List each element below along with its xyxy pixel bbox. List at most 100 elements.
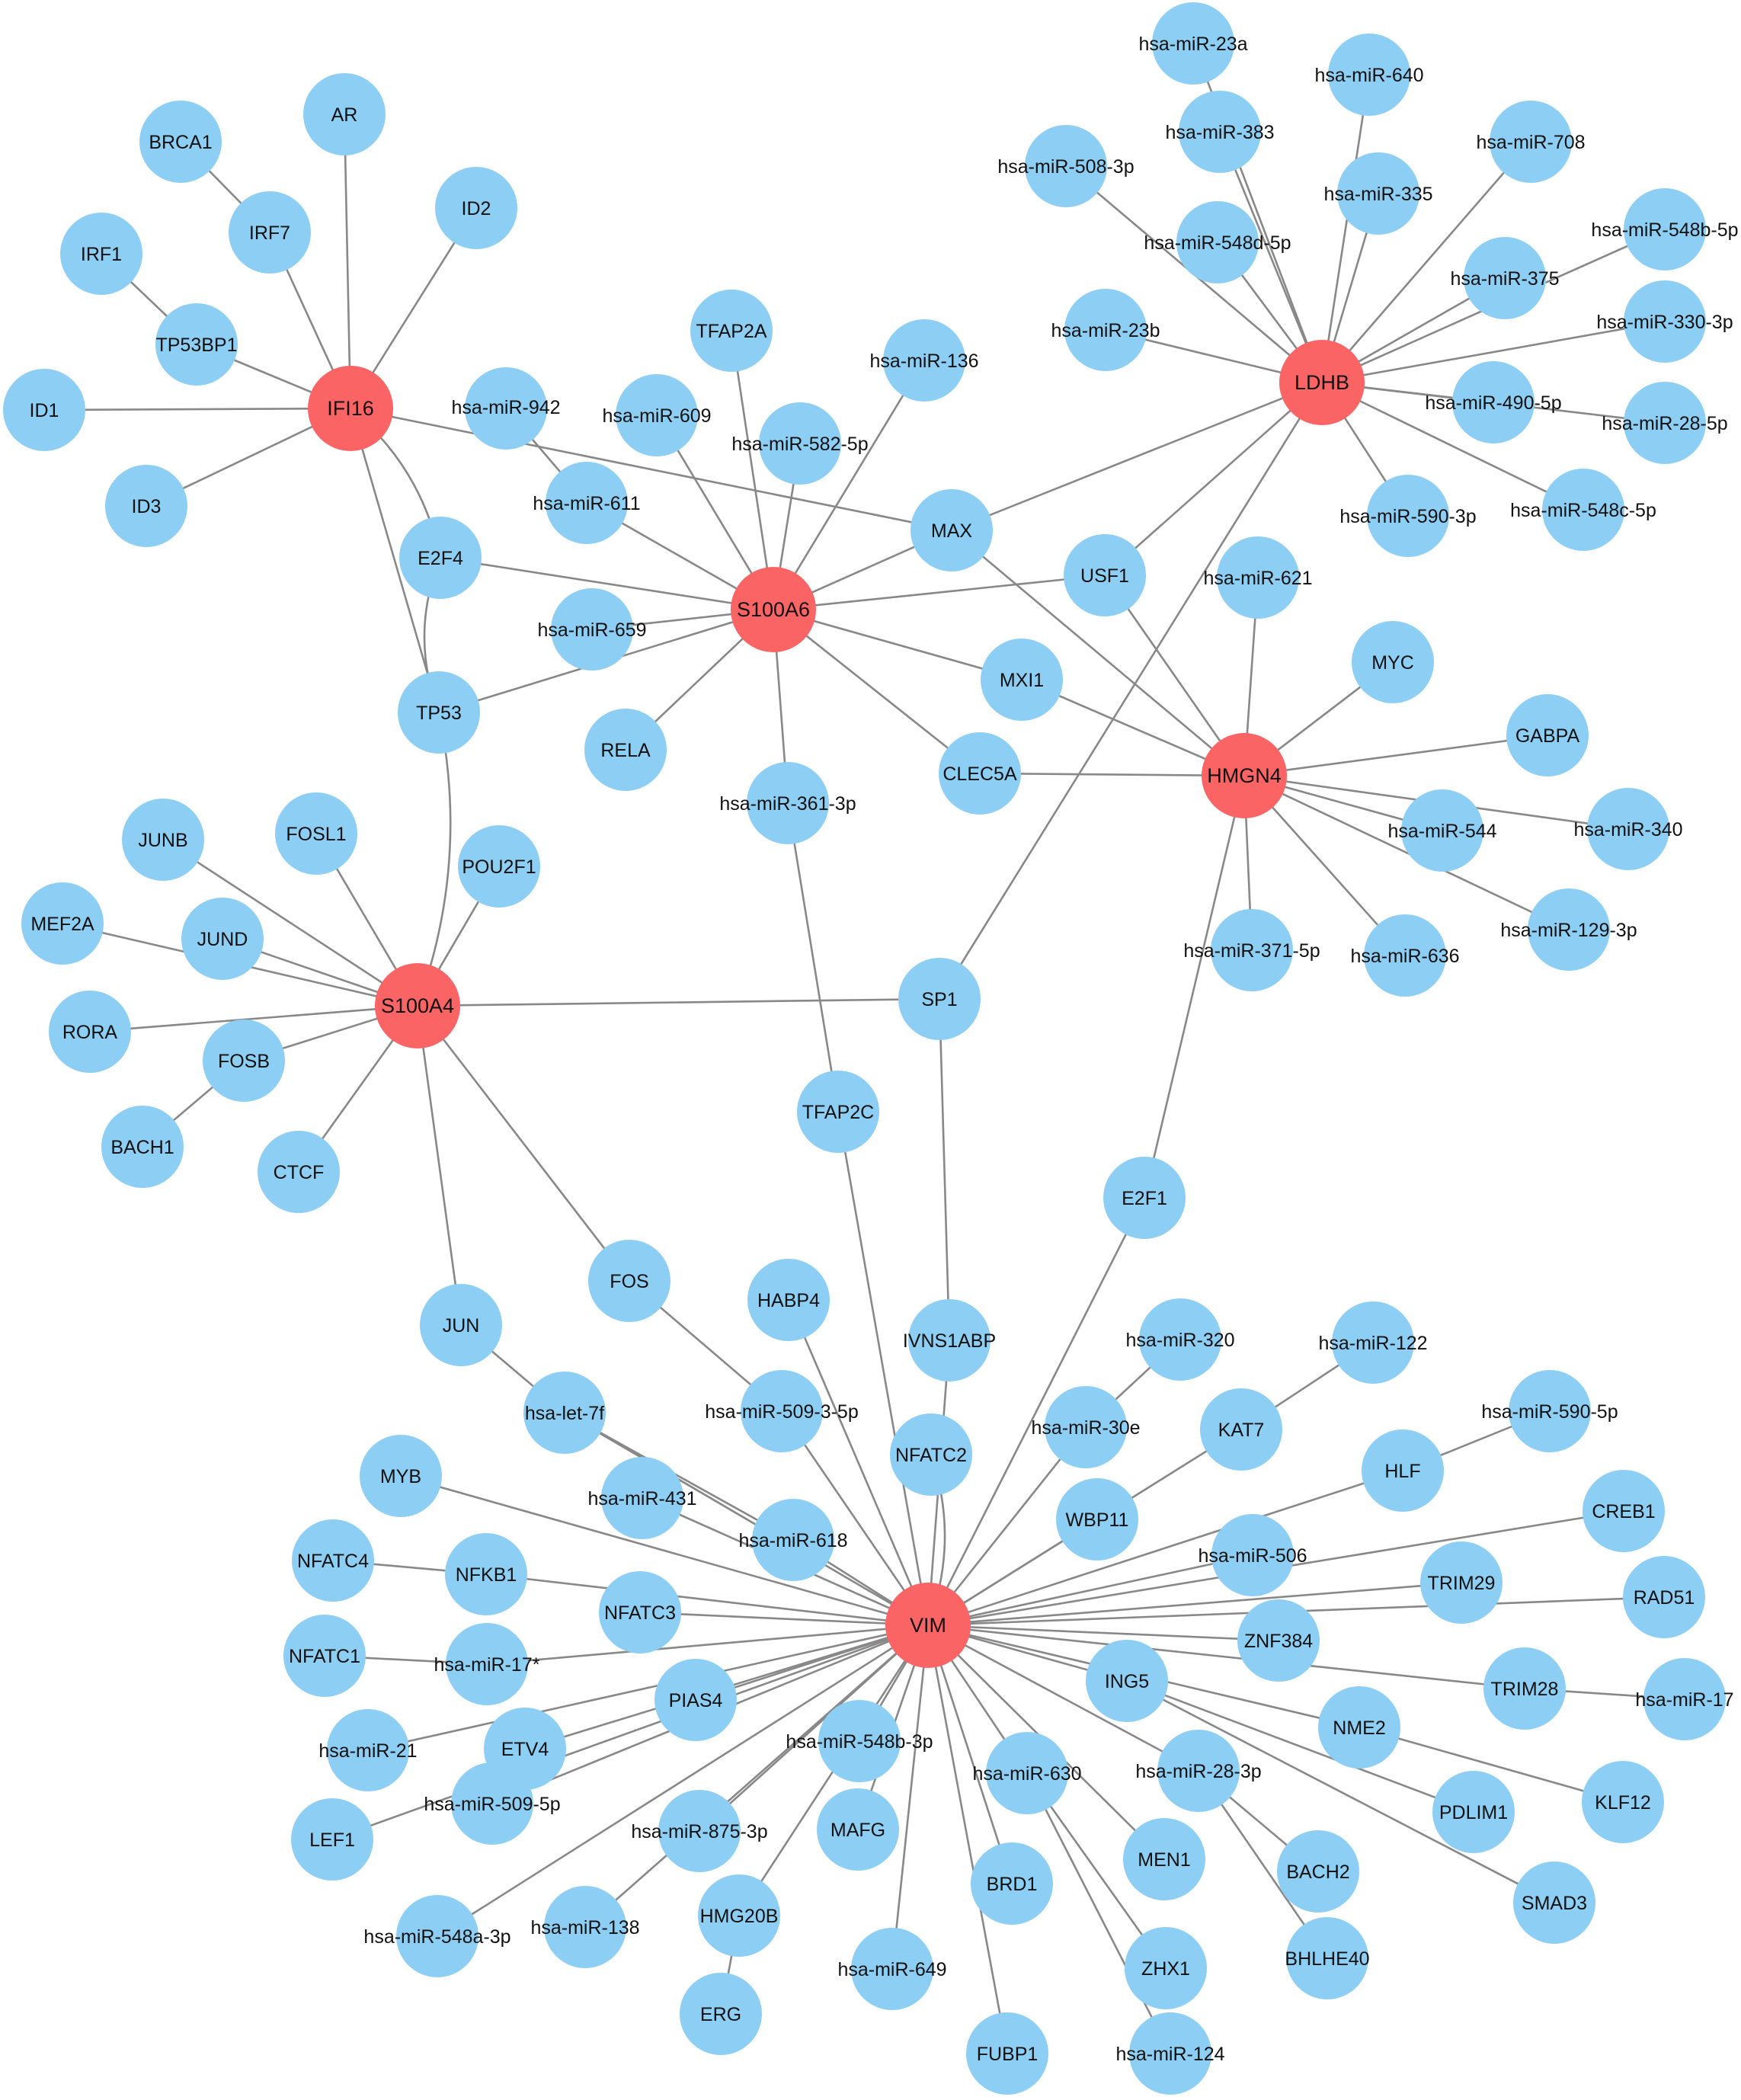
edge-ing5-to-smad3	[1126, 1679, 1555, 1904]
node-pias4: PIAS4	[654, 1659, 737, 1741]
node-circle	[1624, 280, 1706, 363]
edge-vim-to-myb	[400, 1474, 929, 1627]
edge-vim-to-hsa-mir-649	[891, 1625, 930, 1970]
node-circle	[1332, 1301, 1414, 1384]
node-circle	[1025, 125, 1107, 207]
edge-ldhb-to-hsa-mir-548c-5p	[1321, 381, 1584, 511]
node-mef2a: MEF2A	[21, 882, 104, 965]
node-hsa-mir-544: hsa-miR-544	[1387, 789, 1497, 872]
node-wbp11: WBP11	[1056, 1478, 1138, 1561]
node-hsa-mir-590-5p: hsa-miR-590-5p	[1481, 1370, 1618, 1452]
node-e2f4: E2F4	[399, 517, 482, 599]
node-jund: JUND	[181, 898, 264, 980]
node-hsa-mir-129-3p: hsa-miR-129-3p	[1500, 888, 1637, 971]
node-usf1: USF1	[1064, 534, 1146, 616]
edge-hsa-mir-630-to-hsa-mir-124	[1026, 1772, 1172, 2054]
node-circle	[690, 290, 773, 372]
edge-ifi16-to-ar	[343, 114, 352, 409]
node-circle	[885, 1583, 971, 1668]
node-hsa-mir-548a-3p: hsa-miR-548a-3p	[363, 1895, 511, 1977]
node-pou2f1: POU2F1	[458, 825, 540, 908]
edge-hmgn4-to-clec5a	[979, 772, 1245, 777]
node-hsa-let-7f: hsa-let-7f	[523, 1372, 606, 1454]
node-circle	[3, 369, 85, 451]
node-rad51: RAD51	[1623, 1556, 1705, 1638]
hub-node-hmgn4: HMGN4	[1202, 733, 1287, 818]
edge-s100a6-to-hsa-mir-136	[772, 360, 926, 610]
node-hsa-mir-136: hsa-miR-136	[869, 319, 979, 402]
node-myc: MYC	[1352, 621, 1434, 703]
node-circle	[1211, 1514, 1294, 1596]
node-circle	[181, 898, 264, 980]
node-rora: RORA	[49, 991, 131, 1073]
edge-ldhb-to-sp1	[938, 382, 1323, 1000]
edge-s100a4-to-sp1	[417, 997, 940, 1007]
node-hsa-mir-490-5p: hsa-miR-490-5p	[1425, 361, 1562, 443]
node-circle	[1624, 188, 1706, 271]
edge-ldhb-to-hsa-mir-330-3p	[1321, 320, 1666, 384]
edge-ldhb-to-hsa-mir-708	[1321, 141, 1531, 383]
node-ar: AR	[303, 73, 386, 155]
edge-vim-to-hsa-mir-509-3-5p	[780, 1410, 930, 1626]
node-circle	[818, 1700, 901, 1782]
node-circle	[1129, 2012, 1211, 2095]
node-circle	[680, 1973, 762, 2055]
node-pdlim1: PDLIM1	[1432, 1771, 1515, 1853]
node-circle	[229, 191, 311, 274]
edge-nme2-to-klf12	[1359, 1726, 1624, 1804]
node-hsa-mir-335: hsa-miR-335	[1323, 152, 1433, 235]
node-circle	[1152, 2, 1234, 85]
edge-hmgn4-to-e2f1	[1143, 775, 1246, 1199]
node-ing5: ING5	[1086, 1640, 1168, 1722]
node-circle	[327, 1709, 409, 1791]
node-circle	[292, 1519, 374, 1602]
node-circle	[698, 1874, 780, 1957]
edge-sp1-to-ivns1abp	[938, 998, 951, 1341]
node-fubp1: FUBP1	[966, 2012, 1048, 2095]
node-circle	[1528, 888, 1610, 971]
hub-node-s100a6: S100A6	[731, 567, 816, 652]
hub-node-vim: VIM	[885, 1583, 971, 1668]
edge-hmgn4-to-hsa-mir-129-3p	[1243, 774, 1570, 931]
edge-vim-to-hsa-let-7f	[564, 1411, 929, 1627]
node-trim28: TRIM28	[1483, 1647, 1566, 1730]
node-circle	[1582, 1761, 1664, 1843]
edge-vim-to-lef1	[331, 1624, 929, 1841]
node-layer: IFI16LDHBS100A6HMGN4S100A4VIMARBRCA1ID2I…	[3, 2, 1739, 2095]
node-circle	[986, 1732, 1068, 1814]
edge-ifi16-to-tp53	[349, 408, 440, 713]
node-circle	[283, 1615, 366, 1697]
edge-s100a4-to-junb	[162, 838, 418, 1007]
node-circle	[797, 1071, 879, 1153]
node-hsa-mir-636: hsa-miR-636	[1350, 914, 1460, 997]
node-hsa-mir-17-star: hsa-miR-17*	[434, 1623, 540, 1705]
edge-s100a4-to-fos	[416, 1005, 631, 1282]
node-lef1: LEF1	[291, 1798, 373, 1881]
node-circle	[1542, 469, 1624, 551]
edge-s100a6-to-e2f4	[440, 556, 774, 611]
node-circle	[375, 963, 460, 1048]
node-kat7: KAT7	[1200, 1388, 1282, 1471]
node-hsa-mir-23a: hsa-miR-23a	[1138, 2, 1248, 85]
node-junb: JUNB	[122, 799, 204, 881]
edge-s100a6-to-tfap2a	[730, 330, 775, 610]
node-circle	[291, 1798, 373, 1881]
edge-hsa-mir-361-3p-to-tfap2c	[786, 802, 840, 1112]
edge-vim-to-hsa-mir-506	[927, 1554, 1253, 1627]
node-circle	[105, 465, 187, 547]
edge-vim-to-nfkb1	[485, 1573, 929, 1627]
node-circle	[1064, 534, 1146, 616]
node-circle	[966, 2012, 1048, 2095]
node-circle	[971, 1842, 1053, 1925]
node-circle	[544, 1886, 626, 1968]
node-hsa-mir-548b-5p: hsa-miR-548b-5p	[1591, 188, 1739, 271]
node-gabpa: GABPA	[1506, 694, 1589, 776]
node-circle	[258, 1131, 340, 1213]
node-tfap2a: TFAP2A	[690, 290, 773, 372]
node-circle	[658, 1790, 741, 1872]
node-circle	[1211, 909, 1293, 991]
node-tp53: TP53	[398, 671, 480, 754]
node-circle	[435, 167, 517, 249]
node-hsa-mir-611: hsa-miR-611	[533, 462, 641, 544]
node-circle	[546, 462, 628, 544]
